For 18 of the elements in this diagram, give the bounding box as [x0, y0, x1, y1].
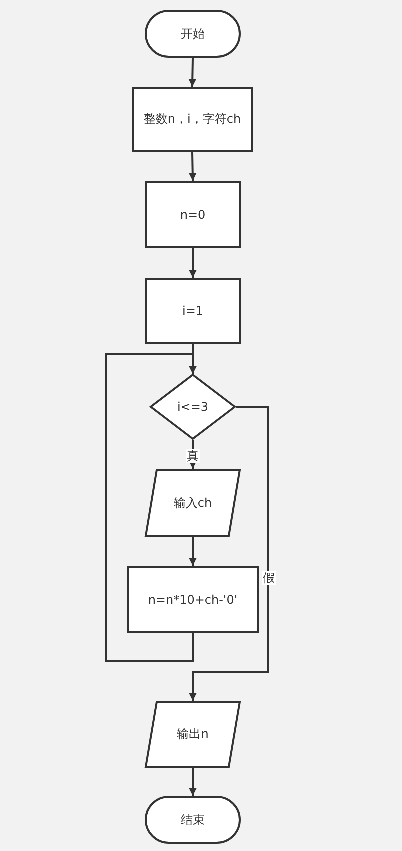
arrow	[188, 58, 197, 88]
process-box: 整数n，i，字符ch	[132, 87, 253, 152]
arrow	[188, 152, 197, 182]
arrow	[189, 406, 269, 701]
arrow	[105, 353, 197, 662]
arrow	[189, 248, 197, 278]
end-terminal: 结束	[145, 796, 241, 844]
input-parallelogram: 输入ch	[145, 469, 241, 537]
process-box: n=0	[145, 181, 241, 248]
arrow	[189, 768, 197, 796]
output-parallelogram: 输出n	[145, 701, 241, 768]
process-box: n=n*10+ch-'0'	[127, 566, 259, 633]
decision-diamond: i<=3	[150, 374, 236, 440]
start-terminal: 开始	[145, 10, 241, 58]
process-box: i=1	[145, 278, 241, 344]
edge-label: 真	[186, 449, 200, 463]
arrow	[189, 537, 197, 566]
edge-label: 假	[262, 571, 276, 585]
